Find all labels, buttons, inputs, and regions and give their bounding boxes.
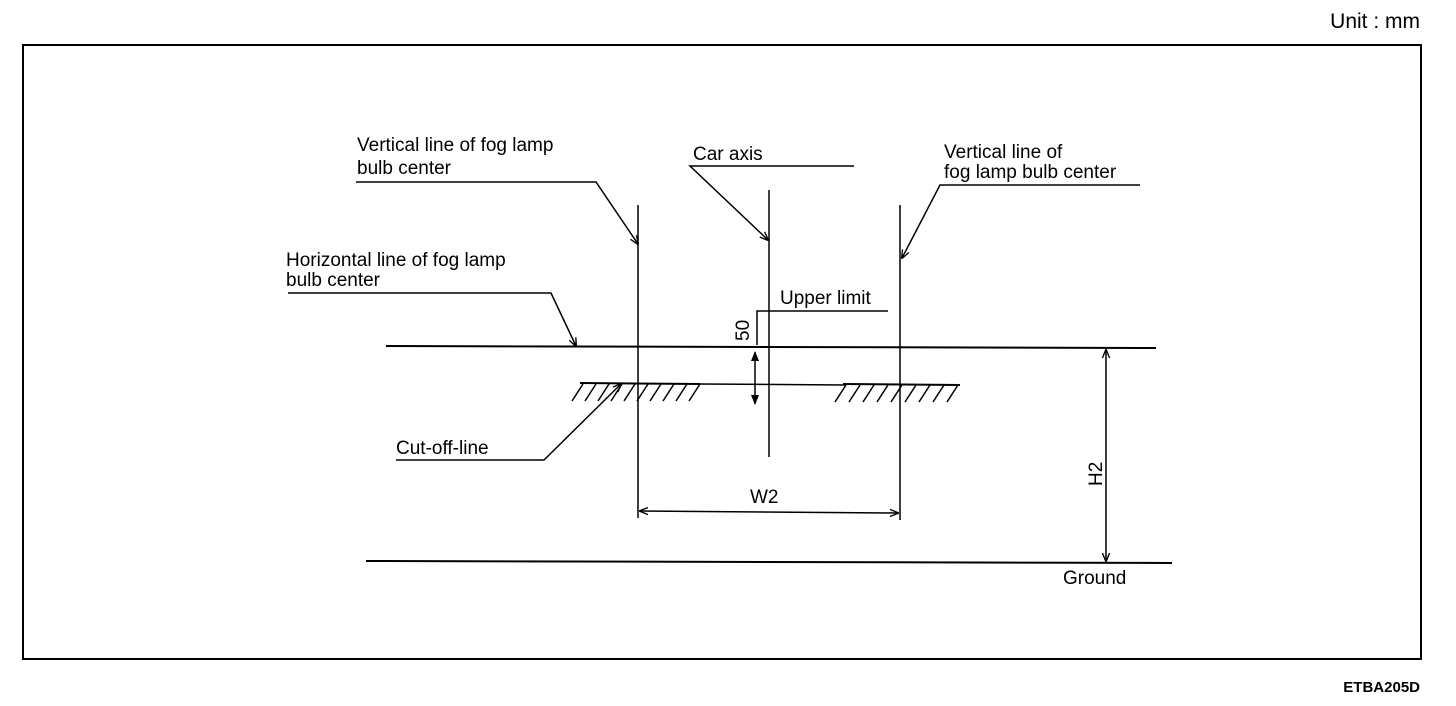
upper-limit-label: Upper limit bbox=[780, 288, 872, 309]
ground-label: Ground bbox=[1063, 568, 1126, 589]
offset-value-label: 50 bbox=[733, 320, 754, 341]
vertical-right-label-line2: fog lamp bulb center bbox=[944, 162, 1117, 183]
horizontal-bulb-center-line bbox=[385, 345, 1157, 349]
horizontal-label-line2: bulb center bbox=[286, 270, 381, 291]
cut-off-line-leader bbox=[396, 384, 621, 461]
horizontal-line-leader bbox=[288, 292, 576, 346]
vertical-left-leader bbox=[356, 181, 638, 244]
vertical-right-leader bbox=[902, 184, 1140, 258]
cut-off-line-label: Cut-off-line bbox=[396, 438, 489, 459]
car-axis-label: Car axis bbox=[693, 144, 763, 165]
vertical-left-label-line1: Vertical line of fog lamp bbox=[357, 135, 553, 156]
width-dimension-arrow bbox=[640, 511, 898, 513]
ground-line bbox=[365, 560, 1173, 564]
horizontal-label-line1: Horizontal line of fog lamp bbox=[286, 250, 506, 271]
cut-off-line-right bbox=[834, 383, 961, 403]
upper-limit-leader bbox=[756, 310, 888, 345]
cut-off-line-center bbox=[699, 383, 847, 386]
height-dimension-label: H2 bbox=[1086, 462, 1107, 486]
cut-off-line-left bbox=[571, 382, 701, 402]
car-axis-leader bbox=[688, 165, 854, 240]
vertical-right-label-line1: Vertical line of bbox=[944, 142, 1063, 163]
vertical-left-label-line2: bulb center bbox=[357, 158, 452, 179]
unit-label: Unit : mm bbox=[1330, 10, 1420, 33]
diagram-frame bbox=[22, 44, 1422, 660]
figure-code: ETBA205D bbox=[1343, 679, 1420, 696]
width-dimension-label: W2 bbox=[750, 487, 779, 508]
